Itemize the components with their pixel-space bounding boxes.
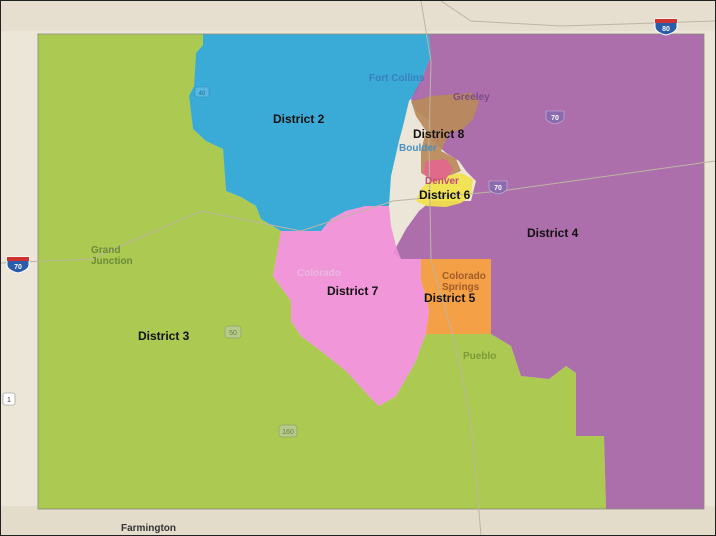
city-label-farmington: Farmington [121, 523, 176, 534]
district-2-label: District 2 [273, 112, 325, 126]
highway-shield-160: 160 [278, 424, 298, 438]
district-3-label: District 3 [138, 329, 190, 343]
svg-text:80: 80 [662, 26, 670, 33]
svg-text:70: 70 [551, 115, 559, 122]
city-label-colorado: Colorado [297, 268, 341, 279]
svg-text:50: 50 [229, 330, 237, 337]
svg-text:70: 70 [494, 185, 502, 192]
svg-text:40: 40 [199, 91, 206, 97]
district-8-region[interactable] [411, 93, 479, 179]
denver-core-region [423, 159, 453, 181]
district-7-region[interactable] [273, 206, 429, 406]
district-3-region[interactable] [38, 34, 606, 509]
district-7-label: District 7 [327, 284, 379, 298]
svg-text:70: 70 [14, 264, 22, 271]
city-label-greeley: Greeley [453, 92, 490, 103]
district-5-label: District 5 [424, 291, 476, 305]
district-6-label: District 6 [419, 188, 471, 202]
highway-shield-50: 50 [224, 325, 242, 339]
highway-shield-70-west: 70 [6, 256, 30, 274]
highway-shield-70-east: 70 [545, 110, 565, 125]
district-5-region[interactable] [421, 259, 491, 334]
district-4-label: District 4 [527, 226, 579, 240]
highway-shield-70-denver: 70 [488, 180, 508, 195]
highway-shield-40: 40 [194, 86, 210, 98]
interstate-25-line [420, 1, 482, 535]
city-label-boulder: Boulder [399, 143, 437, 154]
svg-text:160: 160 [282, 429, 294, 436]
interstate-80-line [440, 1, 715, 27]
district-4-region[interactable] [393, 34, 704, 509]
city-label-pueblo: Pueblo [463, 351, 496, 362]
district-8-label: District 8 [413, 127, 465, 141]
highway-shield-80: 80 [654, 18, 678, 36]
svg-text:1: 1 [7, 397, 11, 404]
highway-shield-edge: 1 [2, 392, 16, 406]
state-boundary [37, 33, 705, 510]
basemap-north-strip [1, 1, 715, 31]
city-label-denver: Denver [425, 176, 459, 187]
city-label-fort-collins: Fort Collins [369, 73, 425, 84]
district-2-region[interactable] [189, 34, 431, 231]
basemap-south-strip [1, 506, 715, 535]
